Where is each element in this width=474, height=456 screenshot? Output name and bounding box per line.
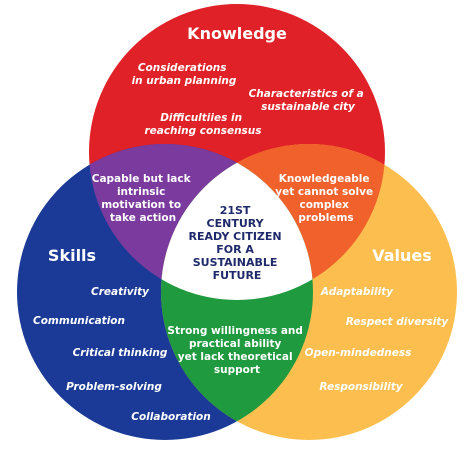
skills-item: Critical thinking bbox=[73, 347, 168, 359]
knowledge-skills-text: Capable but lack intrinsic motivation to… bbox=[92, 173, 195, 224]
knowledge-item: Difficultiies in reaching consensus bbox=[144, 112, 261, 137]
skills-item: Creativity bbox=[91, 286, 150, 298]
values-item: Respect diversity bbox=[346, 316, 450, 328]
values-title: Values bbox=[372, 246, 432, 265]
knowledge-item: Considerations in urban planning bbox=[132, 62, 237, 87]
skills-item: Collaboration bbox=[131, 411, 211, 423]
skills-item: Communication bbox=[33, 315, 125, 327]
center-title: 21ST CENTURY READY CITIZEN FOR A SUSTAIN… bbox=[189, 204, 286, 282]
knowledge-item: Characteristics of a sustainable city bbox=[249, 88, 368, 113]
skills-title: Skills bbox=[48, 246, 96, 265]
skills-values-text: Strong willingness and practical ability… bbox=[167, 325, 306, 376]
knowledge-title: Knowledge bbox=[187, 24, 287, 43]
values-item: Responsibility bbox=[319, 381, 403, 393]
skills-item: Problem-solving bbox=[66, 381, 162, 393]
values-item: Open-mindedness bbox=[305, 347, 412, 359]
values-item: Adaptability bbox=[320, 286, 394, 298]
knowledge-values-text: Knowledgeable yet cannot solve complex p… bbox=[275, 173, 376, 224]
